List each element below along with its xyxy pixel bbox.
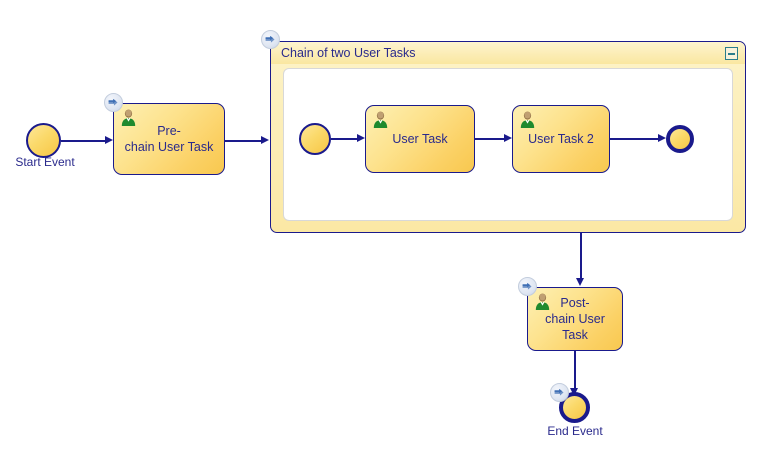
task-label: User Task — [392, 132, 448, 146]
subprocess-inner-end-event[interactable] — [666, 125, 694, 153]
collapse-icon[interactable] — [725, 47, 738, 60]
task-user-task[interactable]: User Task — [365, 105, 475, 173]
subprocess-header: Chain of two User Tasks — [271, 42, 745, 64]
task-pre-chain-user-task[interactable]: Pre- chain User Task — [113, 103, 225, 175]
connector-subprocess-to-postchain — [580, 233, 582, 280]
end-event-label: End Event — [547, 424, 603, 438]
task-label: Pre- chain User Task — [124, 124, 214, 154]
arrowhead-subprocess-to-postchain — [576, 278, 584, 286]
end-event[interactable] — [559, 392, 590, 423]
connector-innerstart-to-usertask1 — [331, 138, 357, 140]
task-user-task-2[interactable]: User Task 2 — [512, 105, 610, 173]
fast-forward-badge-prechain[interactable] — [104, 93, 123, 112]
user-icon — [372, 111, 389, 128]
user-icon — [534, 293, 551, 310]
arrowhead-usertask1-to-usertask2 — [504, 134, 512, 142]
arrowhead-start-to-prechain — [105, 136, 113, 144]
minus-bar — [728, 52, 735, 55]
fast-forward-badge-postchain[interactable] — [518, 277, 537, 296]
task-post-chain-user-task[interactable]: Post- chain User Task — [527, 287, 623, 351]
connector-postchain-to-end — [574, 351, 576, 390]
arrowhead-innerstart-to-usertask1 — [357, 134, 365, 142]
arrowhead-usertask2-to-innerend — [658, 134, 666, 142]
start-event-label: Start Event — [15, 155, 75, 169]
connector-usertask1-to-usertask2 — [475, 138, 504, 140]
subprocess-inner-panel — [283, 68, 733, 221]
connector-start-to-prechain — [61, 140, 105, 142]
connector-usertask2-to-innerend — [610, 138, 658, 140]
start-event[interactable] — [26, 123, 61, 158]
task-label: Post- chain User Task — [545, 296, 605, 342]
fast-forward-badge-end-event[interactable] — [550, 383, 569, 402]
connector-prechain-to-subprocess — [225, 140, 261, 142]
subprocess-inner-start-event[interactable] — [299, 123, 331, 155]
user-icon — [120, 109, 137, 126]
fast-forward-badge-subprocess[interactable] — [261, 30, 280, 49]
task-label: User Task 2 — [528, 132, 594, 146]
subprocess-title: Chain of two User Tasks — [281, 46, 416, 60]
arrowhead-prechain-to-subprocess — [261, 136, 269, 144]
user-icon — [519, 111, 536, 128]
